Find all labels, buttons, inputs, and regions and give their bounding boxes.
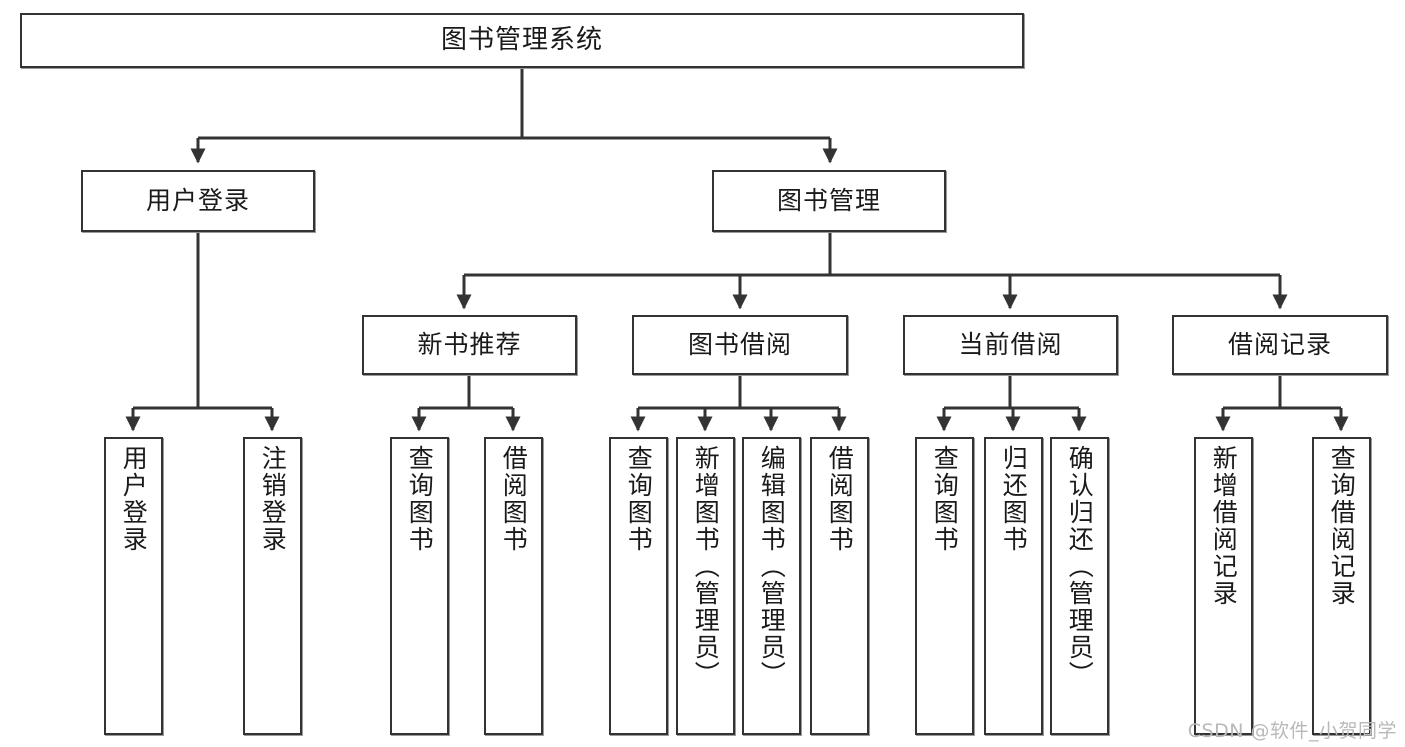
node-label: 图书管理系统 <box>440 25 603 56</box>
node-label: 用户登录 <box>119 445 149 553</box>
node-label: 确认归还（管理员） <box>1065 445 1095 688</box>
node-label: 查询借阅记录 <box>1327 445 1357 607</box>
node-leaf-query-book-1[interactable]: 查询图书 <box>390 437 449 735</box>
node-leaf-query-book-3[interactable]: 查询图书 <box>915 437 974 735</box>
node-book-management[interactable]: 图书管理 <box>712 170 946 232</box>
node-label: 注销登录 <box>258 445 288 553</box>
node-label: 借阅图书 <box>499 445 529 553</box>
node-new-book-recommend[interactable]: 新书推荐 <box>362 315 577 375</box>
node-root-book-management-system[interactable]: 图书管理系统 <box>20 13 1024 68</box>
node-leaf-borrow-book-2[interactable]: 借阅图书 <box>810 437 869 735</box>
node-label: 借阅记录 <box>1227 330 1332 360</box>
node-label: 当前借阅 <box>958 330 1063 360</box>
node-label: 新书推荐 <box>417 330 522 360</box>
node-leaf-return-book[interactable]: 归还图书 <box>984 437 1043 735</box>
node-label: 编辑图书（管理员） <box>757 445 787 688</box>
node-leaf-add-book[interactable]: 新增图书（管理员） <box>676 437 735 735</box>
node-leaf-add-record[interactable]: 新增借阅记录 <box>1194 437 1253 735</box>
node-label: 查询图书 <box>405 445 435 553</box>
node-label: 借阅图书 <box>825 445 855 553</box>
node-book-borrow[interactable]: 图书借阅 <box>632 315 848 375</box>
node-user-login[interactable]: 用户登录 <box>81 170 315 232</box>
node-leaf-query-record[interactable]: 查询借阅记录 <box>1312 437 1371 735</box>
node-borrow-record[interactable]: 借阅记录 <box>1172 315 1388 375</box>
node-leaf-confirm-return[interactable]: 确认归还（管理员） <box>1050 437 1109 735</box>
node-label: 用户登录 <box>145 186 250 216</box>
node-leaf-user-login[interactable]: 用户登录 <box>104 437 163 735</box>
node-leaf-query-book-2[interactable]: 查询图书 <box>609 437 668 735</box>
node-label: 归还图书 <box>999 445 1029 553</box>
node-label: 新增图书（管理员） <box>691 445 721 688</box>
node-label: 图书管理 <box>776 186 881 216</box>
node-leaf-edit-book[interactable]: 编辑图书（管理员） <box>742 437 801 735</box>
node-leaf-logout-login[interactable]: 注销登录 <box>243 437 302 735</box>
csdn-watermark: CSDN @软件_小贺同学 <box>1187 720 1397 742</box>
node-leaf-borrow-book-1[interactable]: 借阅图书 <box>484 437 543 735</box>
node-current-borrow[interactable]: 当前借阅 <box>903 315 1118 375</box>
node-label: 查询图书 <box>930 445 960 553</box>
node-label: 图书借阅 <box>687 330 792 360</box>
node-label: 新增借阅记录 <box>1209 445 1239 607</box>
node-label: 查询图书 <box>624 445 654 553</box>
